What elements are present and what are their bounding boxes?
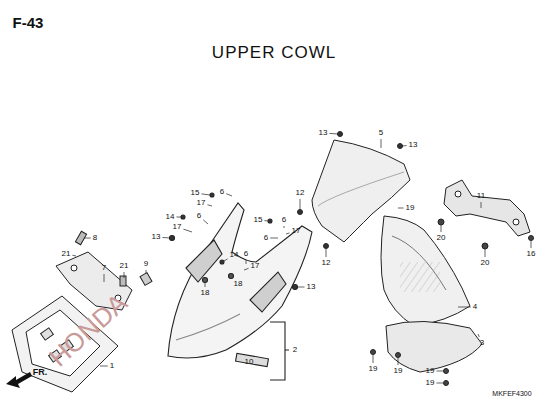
callout-number: 19 xyxy=(426,379,435,387)
leader-line xyxy=(485,249,486,257)
leader-line xyxy=(244,268,249,270)
inner-cover xyxy=(381,216,470,326)
leader-line xyxy=(326,249,327,257)
callout-number: 19 xyxy=(394,367,403,375)
front-arrow xyxy=(6,372,32,388)
leader-line xyxy=(298,287,305,288)
callout-number: 17 xyxy=(197,199,206,207)
callout-number: 5 xyxy=(379,129,383,137)
callout-number: 13 xyxy=(152,233,161,241)
leader-line xyxy=(381,139,382,148)
leader-line xyxy=(373,355,374,363)
leader-line xyxy=(398,358,399,365)
callout-number: 16 xyxy=(527,250,536,258)
callout-number: 6 xyxy=(220,188,224,196)
callout-number: 14 xyxy=(166,213,175,221)
callout-number: 7 xyxy=(102,264,106,272)
leader-line xyxy=(246,260,247,264)
callout-number: 3 xyxy=(480,339,484,347)
leader-line xyxy=(478,334,479,337)
leader-line xyxy=(84,238,91,239)
leader-line xyxy=(264,220,268,221)
callout-number: 20 xyxy=(481,259,490,267)
callout-number: 19 xyxy=(369,365,378,373)
callout-number: 21 xyxy=(62,250,71,258)
callout-number: 18 xyxy=(201,289,210,297)
callout-number: 19 xyxy=(426,367,435,375)
leader-line xyxy=(224,259,228,261)
leader-line xyxy=(176,217,181,218)
leader-line xyxy=(207,205,212,206)
leader-line xyxy=(441,225,442,232)
callout-number: 9 xyxy=(144,260,148,268)
leader-line xyxy=(201,194,210,195)
callout-number: 12 xyxy=(296,189,305,197)
page-title: UPPER COWL xyxy=(212,44,336,61)
leader-line xyxy=(402,145,407,146)
leader-line xyxy=(284,226,285,228)
leader-line xyxy=(481,202,482,208)
callout-number: 6 xyxy=(197,212,201,220)
diagram-code: F-43 xyxy=(13,15,44,30)
callout-number: 4 xyxy=(473,303,477,311)
leader-line xyxy=(531,241,532,248)
leader-line xyxy=(146,270,147,274)
callout-number: 17 xyxy=(292,227,301,235)
callout-number: 15 xyxy=(191,189,200,197)
callout-number: MKFEF4300 xyxy=(492,390,531,397)
callout-number: 1 xyxy=(110,362,114,370)
leader-line xyxy=(398,208,404,209)
callout-number: 15 xyxy=(254,216,263,224)
callout-number: 18 xyxy=(234,280,243,288)
lower-panel xyxy=(371,321,483,385)
leader-line xyxy=(203,220,208,224)
stay-bracket xyxy=(438,180,534,249)
callout-number: 11 xyxy=(477,192,485,200)
leader-line xyxy=(205,283,206,287)
upper-cowl xyxy=(168,193,312,380)
leader-line xyxy=(270,238,278,239)
callout-number: 6 xyxy=(244,250,248,258)
leader-line xyxy=(436,371,443,372)
callout-number: 21 xyxy=(120,262,129,270)
leader-line xyxy=(183,229,192,232)
leader-line xyxy=(72,255,76,257)
leader-line xyxy=(226,194,232,196)
leader-line xyxy=(436,383,443,384)
leader-line xyxy=(100,366,108,367)
callout-number: 8 xyxy=(93,234,97,242)
leader-line xyxy=(124,272,125,278)
leader-line xyxy=(329,133,338,135)
callout-number: 12 xyxy=(322,259,331,267)
leader-line xyxy=(458,307,471,308)
leader-line xyxy=(104,274,105,282)
callout-number: 6 xyxy=(282,216,286,224)
callout-number: 13 xyxy=(307,283,316,291)
callout-number: 13 xyxy=(319,129,328,137)
callout-number: 17 xyxy=(251,262,260,270)
callout-number: 17 xyxy=(173,223,182,231)
callout-number: 14 xyxy=(230,251,239,259)
leader-line xyxy=(300,199,301,209)
callout-number: 13 xyxy=(409,141,418,149)
leader-line xyxy=(162,237,170,239)
leader-line xyxy=(286,233,290,234)
callout-number: 6 xyxy=(264,234,268,242)
callout-number: 2 xyxy=(293,346,297,354)
diagram-code: FR. xyxy=(33,368,48,377)
callout-number: 20 xyxy=(437,234,446,242)
callout-number: 19 xyxy=(406,204,415,212)
callout-number: 10 xyxy=(245,358,254,366)
